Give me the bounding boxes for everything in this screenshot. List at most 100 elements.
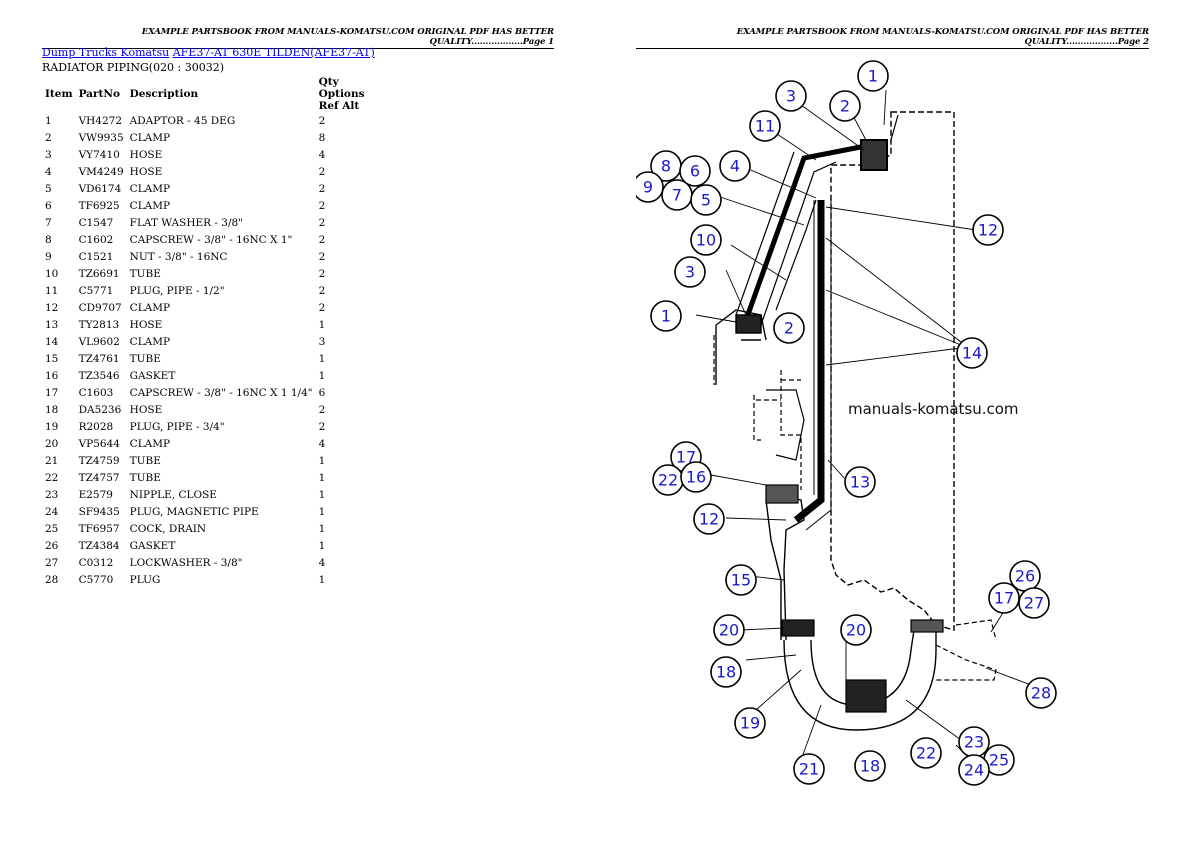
callout-bubble: 4 <box>719 150 751 182</box>
part-number: SF9435 <box>78 505 120 518</box>
part-number: TZ4759 <box>78 454 120 467</box>
callout-number: 20 <box>846 621 866 640</box>
part-description: COCK, DRAIN <box>129 522 207 535</box>
item-number: 12 <box>45 301 59 314</box>
callout-bubble: 1 <box>650 300 682 332</box>
part-number: VW9935 <box>78 131 124 144</box>
callout-number: 16 <box>686 468 706 487</box>
callout-bubble: 7 <box>661 179 693 211</box>
part-qty: 2 <box>318 165 326 178</box>
item-number: 3 <box>45 148 52 161</box>
part-description: CLAMP <box>129 301 171 314</box>
item-number: 15 <box>45 352 59 365</box>
callout-bubble: 16 <box>680 461 712 493</box>
part-qty: 1 <box>318 471 326 484</box>
callout-bubble: 28 <box>1025 677 1057 709</box>
breadcrumb-link-model[interactable]: AFE37-AT 630E TILDEN(AFE37-AT) <box>172 46 375 59</box>
page-header-left: EXAMPLE PARTSBOOK FROM MANUALS-KOMATSU.C… <box>42 27 554 49</box>
item-number: 22 <box>45 471 59 484</box>
part-number: VY7410 <box>78 148 120 161</box>
part-qty: 1 <box>318 369 326 382</box>
callout-bubble: 5 <box>690 184 722 216</box>
callout-number: 23 <box>964 733 984 752</box>
item-number: 23 <box>45 488 59 501</box>
header-partno: PartNo <box>78 88 120 100</box>
part-number: TY2813 <box>78 318 120 331</box>
part-qty: 2 <box>318 284 326 297</box>
long-vertical-hose <box>793 200 825 523</box>
callout-bubble: 12 <box>972 214 1004 246</box>
callout-number: 17 <box>994 589 1014 608</box>
part-qty: 1 <box>318 488 326 501</box>
callout-number: 18 <box>716 663 736 682</box>
item-number: 8 <box>45 233 52 246</box>
left-bracket <box>715 309 767 385</box>
part-number: TZ4761 <box>78 352 120 365</box>
callout-bubble: 9 <box>636 171 664 203</box>
part-number: C1602 <box>78 233 114 246</box>
callout-number: 3 <box>786 87 796 106</box>
callout-bubble: 14 <box>956 337 988 369</box>
callout-number: 22 <box>658 471 678 490</box>
item-number: 13 <box>45 318 59 331</box>
callout-bubble: 23 <box>958 726 990 758</box>
part-description: TUBE <box>129 471 161 484</box>
callout-number: 14 <box>962 344 982 363</box>
part-number: DA5236 <box>78 403 122 416</box>
callout-number: 22 <box>916 744 936 763</box>
item-number: 18 <box>45 403 59 416</box>
breadcrumb-link-category[interactable]: Dump Trucks Komatsu <box>42 46 170 59</box>
callout-bubble: 6 <box>679 155 711 187</box>
section-title: RADIATOR PIPING(020 : 30032) <box>42 61 225 74</box>
part-description: HOSE <box>129 318 163 331</box>
item-number: 21 <box>45 454 59 467</box>
callout-number: 6 <box>690 162 700 181</box>
callout-bubble: 17 <box>988 582 1020 614</box>
item-number: 6 <box>45 199 52 212</box>
upper-tube <box>743 141 877 321</box>
part-qty: 1 <box>318 454 326 467</box>
callout-bubble: 1 <box>857 60 889 92</box>
part-description: GASKET <box>129 539 176 552</box>
callout-bubble: 22 <box>652 464 684 496</box>
callout-bubble: 24 <box>958 754 990 786</box>
callout-bubble: 20 <box>840 614 872 646</box>
item-number: 19 <box>45 420 59 433</box>
callout-bubble: 10 <box>690 224 722 256</box>
callout-bubble: 15 <box>725 564 757 596</box>
u-bend <box>783 630 937 731</box>
part-number: VL9602 <box>78 335 120 348</box>
item-number: 1 <box>45 114 52 127</box>
part-description: CLAMP <box>129 182 171 195</box>
part-description: TUBE <box>129 267 161 280</box>
part-qty: 2 <box>318 233 326 246</box>
part-description: CLAMP <box>129 199 171 212</box>
callout-bubble: 3 <box>674 256 706 288</box>
part-qty: 2 <box>318 199 326 212</box>
part-number: C1603 <box>78 386 114 399</box>
callout-number: 25 <box>989 751 1009 770</box>
callout-bubble: 20 <box>713 614 745 646</box>
diagram-watermark: manuals-komatsu.com <box>848 400 1019 418</box>
callout-bubble: 12 <box>693 503 725 535</box>
callout-bubble: 18 <box>854 750 886 782</box>
callout-bubble: 13 <box>844 466 876 498</box>
callout-number: 12 <box>699 510 719 529</box>
part-qty: 2 <box>318 420 326 433</box>
part-qty: 1 <box>318 505 326 518</box>
callout-number: 1 <box>868 67 878 86</box>
callout-number: 26 <box>1015 567 1035 586</box>
callout-bubble: 27 <box>1018 587 1050 619</box>
part-description: ADAPTOR - 45 DEG <box>129 114 236 127</box>
part-qty: 1 <box>318 573 326 586</box>
callout-bubble: 21 <box>793 753 825 785</box>
part-qty: 2 <box>318 403 326 416</box>
